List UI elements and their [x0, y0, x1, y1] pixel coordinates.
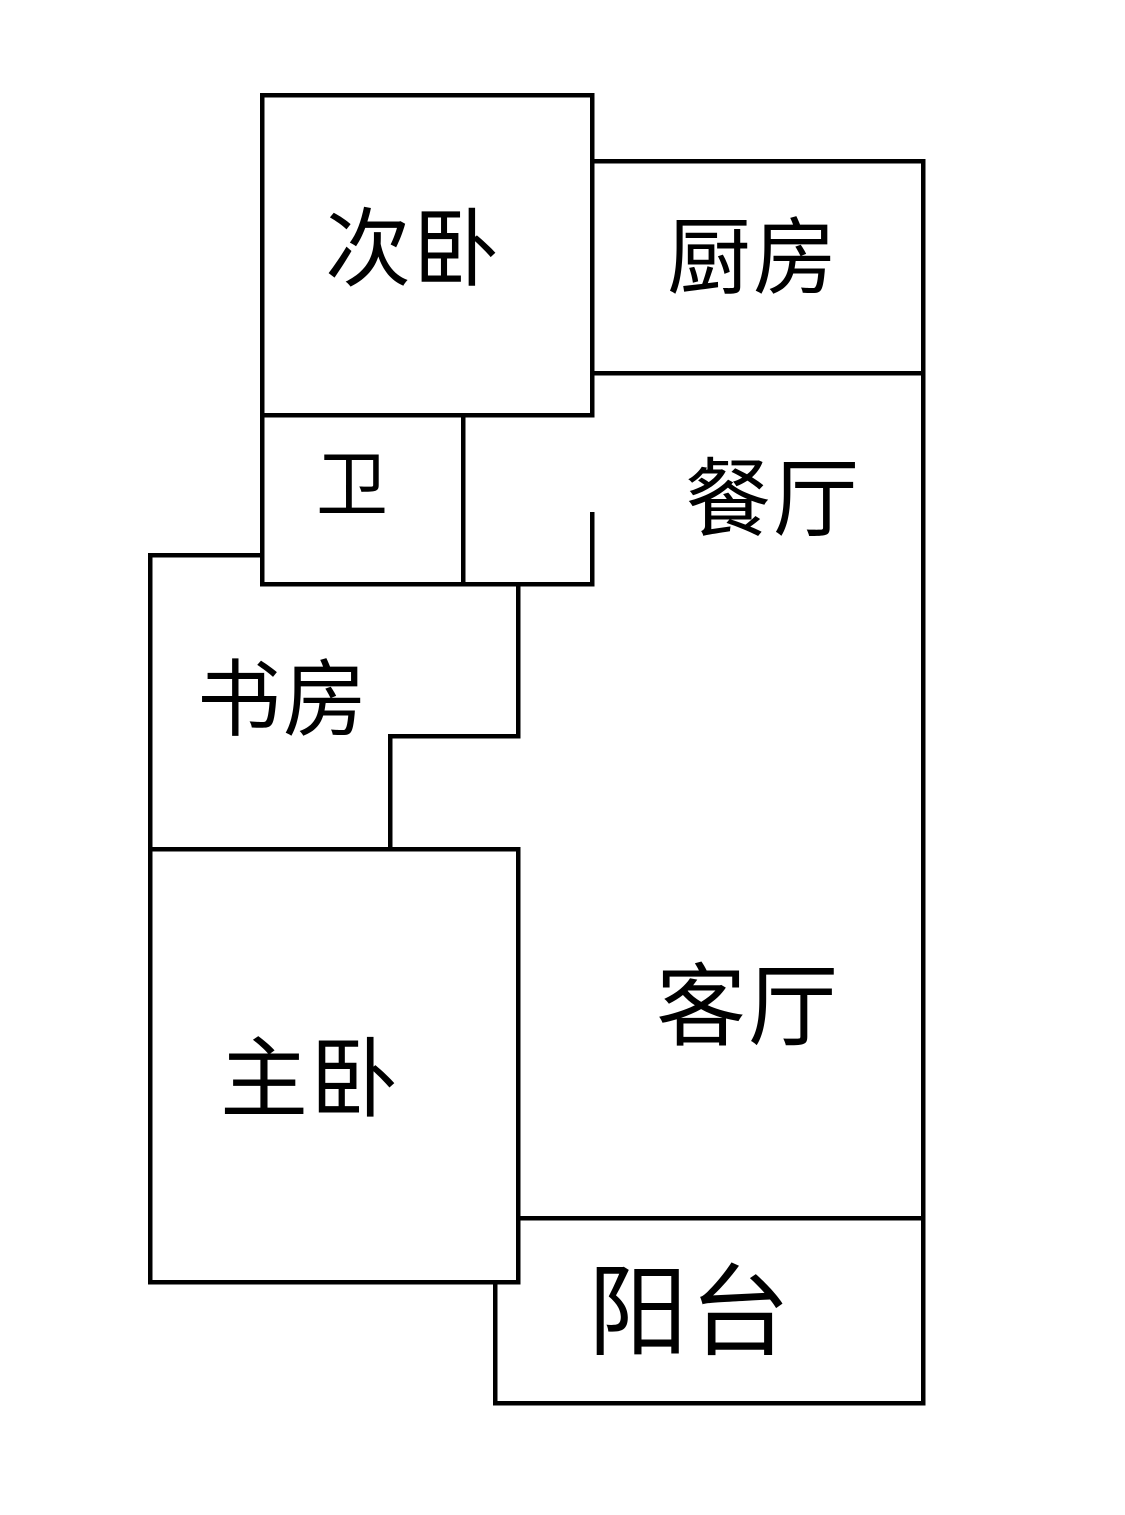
room-label-living-room: 客厅 [656, 958, 840, 1058]
wall-study-notch [387, 733, 521, 852]
room-label-bathroom: 卫 [315, 446, 391, 526]
room-label-kitchen: 厨房 [666, 211, 840, 305]
room-label-master-bedroom: 主卧 [219, 1030, 401, 1129]
wall-master-bedroom-top-right [147, 846, 521, 1285]
outer-wall [147, 92, 926, 1406]
room-label-secondary-bedroom: 次卧 [325, 202, 501, 298]
room-label-balcony: 阳台 [588, 1257, 792, 1369]
room-label-study: 书房 [196, 653, 370, 747]
room-label-dining-room: 餐厅 [685, 452, 861, 548]
